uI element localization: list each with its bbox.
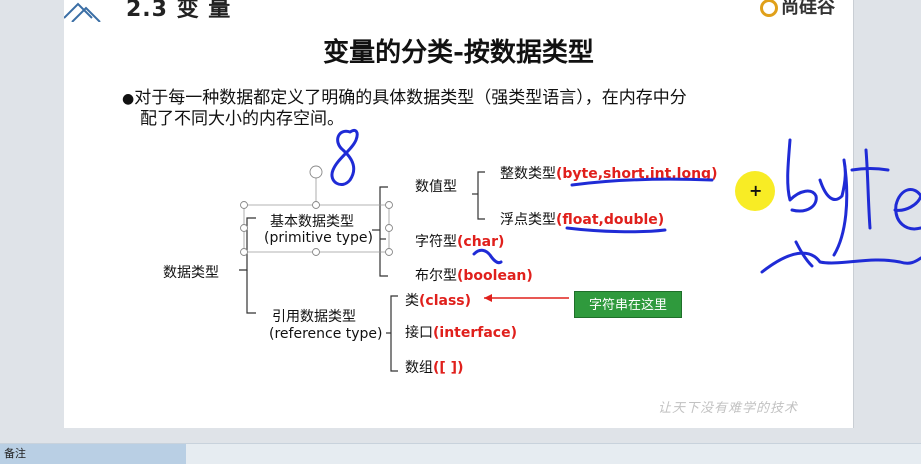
ink-word-byte: [786, 138, 818, 213]
class-type-label: 类: [405, 293, 419, 309]
ink-digit-8: [330, 128, 359, 186]
bullet-line-1: 对于每一种数据都定义了明确的具体数据类型（强类型语言），在内存中分: [134, 88, 687, 108]
brand-logo: 尚硅谷: [760, 0, 835, 19]
primitive-type-english: (primitive type): [264, 230, 373, 246]
logo-text: 尚硅谷: [781, 0, 835, 18]
interface-type-keyword: (interface): [433, 325, 517, 341]
ink-underline-integer: [570, 177, 714, 187]
bullet-text: ●对于每一种数据都定义了明确的具体数据类型（强类型语言），在内存中分 配了不同大…: [122, 88, 812, 129]
float-type-label: 浮点类型: [500, 212, 556, 228]
header-decoration: [64, 2, 101, 22]
bullet-dot-icon: ●: [122, 91, 135, 107]
section-title: 2.3 变 量: [126, 0, 232, 22]
slide-header: [64, 0, 853, 16]
interface-type-label: 接口: [405, 325, 433, 341]
ink-underline-byte: [760, 251, 921, 274]
class-type-keyword: (class): [419, 293, 472, 309]
watermark-slogan: 让天下没有难学的技术: [658, 401, 799, 416]
float-type-keywords: (float,double): [556, 212, 665, 228]
interface-type-item: 接口(interface): [405, 322, 517, 342]
callout-string-here: 字符串在这里: [574, 291, 682, 318]
slide-title: 变量的分类-按数据类型: [323, 38, 594, 68]
ink-underline-char: [472, 248, 503, 265]
numeric-type-label: 数值型: [415, 179, 457, 195]
array-type-item: 数组([ ]): [405, 357, 463, 377]
ink-underline-float: [565, 226, 667, 234]
notes-tab[interactable]: 备注: [0, 444, 186, 464]
pointer-highlight: [735, 171, 775, 211]
float-type-item: 浮点类型(float,double): [500, 209, 664, 229]
integer-type-label: 整数类型: [500, 166, 556, 182]
tree-root-label: 数据类型: [163, 265, 219, 281]
logo-icon: [760, 0, 778, 17]
boolean-type-keyword: (boolean): [457, 268, 533, 284]
char-type-keyword: (char): [457, 234, 505, 250]
class-type-item: 类(class): [405, 290, 471, 310]
char-type-label: 字符型: [415, 234, 457, 250]
reference-type-label: 引用数据类型: [272, 309, 356, 325]
boolean-type-label: 布尔型: [415, 268, 457, 284]
tree-connectors: [239, 165, 569, 372]
bullet-line-2: 配了不同大小的内存空间。: [140, 109, 344, 129]
array-type-keyword: ([ ]): [433, 360, 464, 376]
boolean-type-item: 布尔型(boolean): [415, 265, 533, 285]
notes-pane[interactable]: 备注: [0, 443, 921, 464]
char-type-item: 字符型(char): [415, 231, 504, 251]
primitive-type-label: 基本数据类型: [270, 214, 354, 230]
crosshair-cursor-icon: +: [749, 181, 763, 200]
array-type-label: 数组: [405, 360, 433, 376]
reference-type-english: (reference type): [269, 326, 383, 342]
slide-canvas: 2.3 变 量 尚硅谷 变量的分类-按数据类型 ●对于每一种数据都定义了明确的具…: [64, 0, 854, 428]
